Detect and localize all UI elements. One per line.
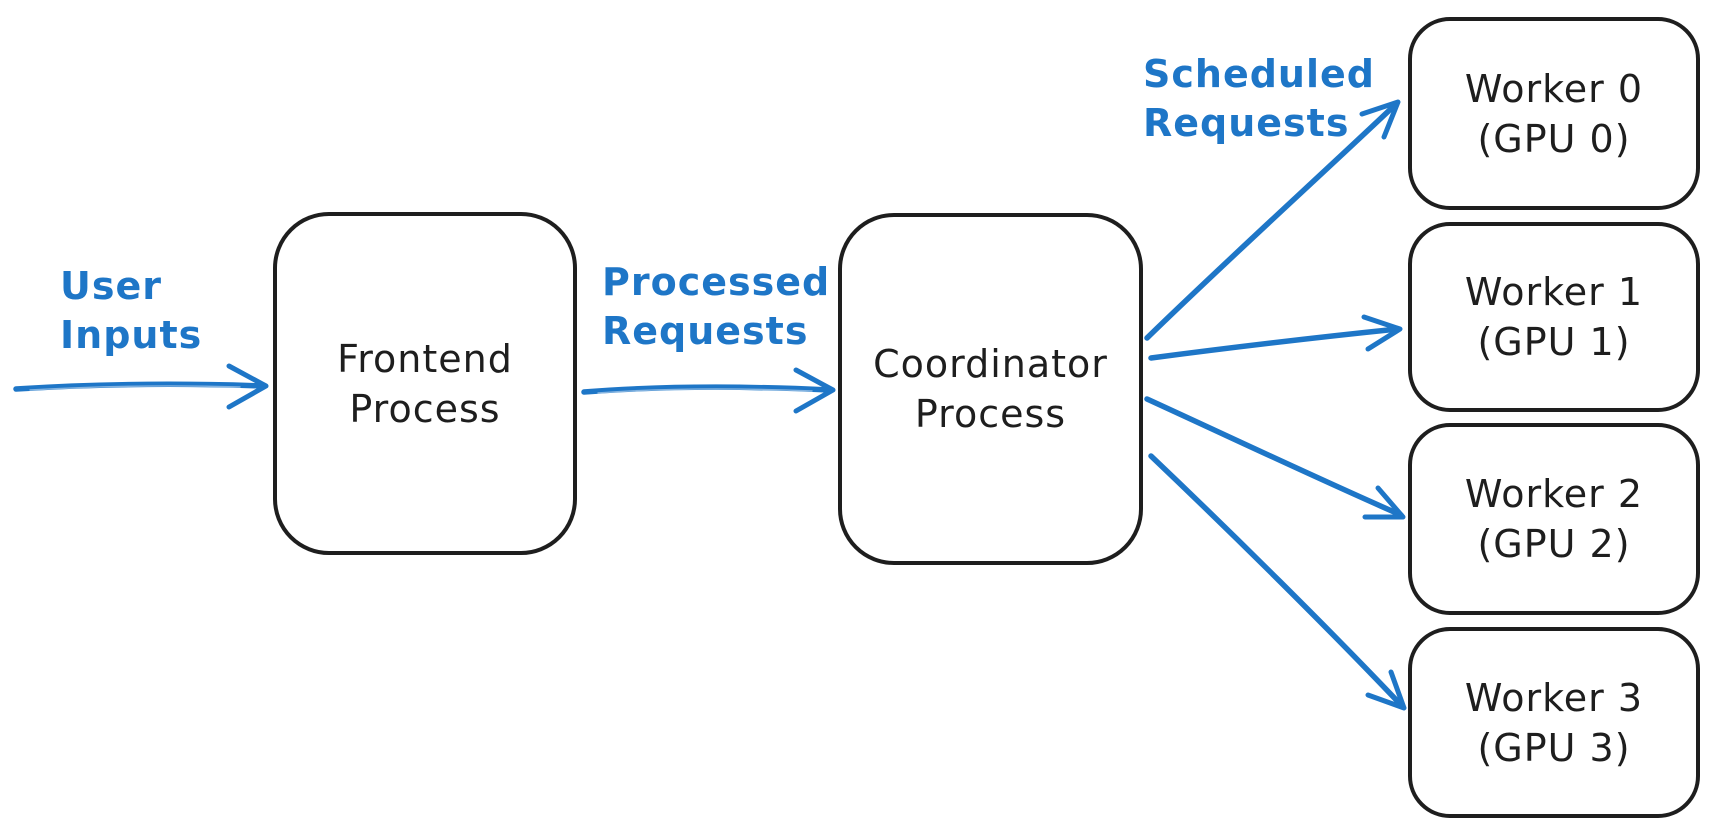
label-line: User [60,264,162,308]
node-worker-0-gpu-0: Worker 0 (GPU 0) [1408,17,1700,210]
node-label: Worker 0 [1464,66,1644,111]
arrow-scheduled-worker-2 [1144,396,1406,520]
label-line: Inputs [60,313,203,357]
node-label: Worker 2 [1464,472,1644,516]
label-processed-requests: Processed Requests [602,258,830,356]
node-label: (GPU 2) [1477,522,1631,566]
label-line: Requests [1143,101,1350,145]
node-label: (GPU 3) [1477,725,1631,770]
arrow-processed-requests [581,367,836,414]
node-frontend-process: Frontend Process [273,212,577,555]
label-line: Requests [602,309,809,353]
label-scheduled-requests: Scheduled Requests [1143,50,1375,148]
node-label: Process [349,386,501,431]
label-line: Scheduled [1143,52,1375,96]
node-label: Frontend [337,336,513,381]
node-worker-1-gpu-1: Worker 1 (GPU 1) [1408,222,1700,412]
node-label: (GPU 0) [1477,116,1631,161]
arrow-scheduled-worker-1 [1148,314,1403,361]
arrow-user-inputs [13,363,269,410]
label-line: Processed [602,260,831,304]
label-user-inputs: User Inputs [60,262,202,360]
node-worker-3-gpu-3: Worker 3 (GPU 3) [1408,627,1700,818]
node-label: Worker 3 [1464,675,1644,720]
node-label: (GPU 1) [1477,320,1631,364]
node-label: Coordinator [873,342,1108,386]
node-label: Worker 1 [1464,270,1644,314]
arrow-scheduled-worker-3 [1148,453,1407,711]
arrow-scheduled-worker-0 [1144,99,1401,341]
node-worker-2-gpu-2: Worker 2 (GPU 2) [1408,423,1700,615]
node-label: Process [914,392,1067,436]
node-coordinator-process: Coordinator Process [838,213,1143,565]
